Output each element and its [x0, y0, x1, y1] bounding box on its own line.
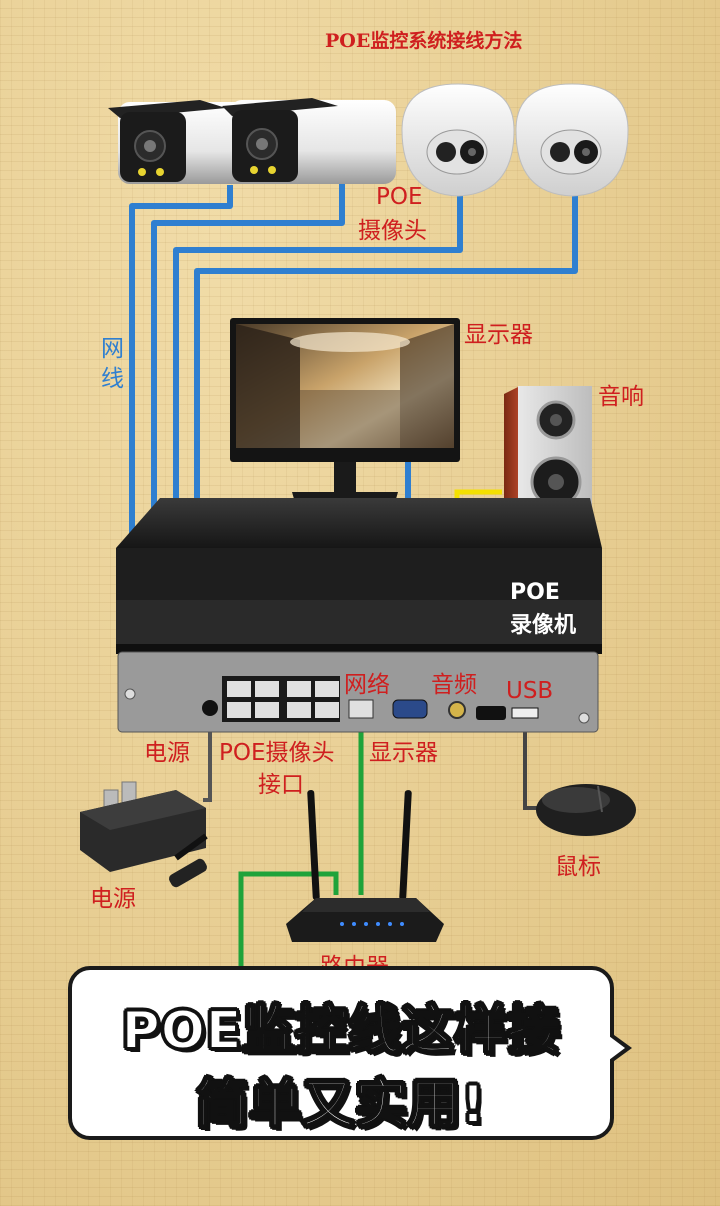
cable-mouse [523, 718, 540, 810]
speaker [504, 386, 592, 526]
cable-router-wan [238, 871, 339, 975]
callout-line-2: 简单又实用! [195, 1074, 486, 1136]
speaker-label: 音响 [598, 384, 644, 410]
network-port-label: 网络 [344, 672, 390, 698]
diagram-title: POE监控系统接线方法 [325, 29, 522, 52]
usb-port [511, 707, 539, 719]
monitor [230, 318, 460, 506]
poe-ports [222, 676, 340, 722]
camera-poe-label: POE [376, 184, 423, 210]
mouse [536, 784, 636, 836]
display-port-label: 显示器 [369, 740, 438, 766]
callout-bubble: POE监控线这样接 简单又实用! [68, 966, 632, 1140]
cable-label-bottom: 线 [101, 366, 124, 392]
power-port [202, 700, 218, 716]
dome-camera-1 [401, 83, 515, 197]
mouse-label: 鼠标 [555, 854, 601, 880]
bullet-camera-2 [222, 98, 396, 184]
usb-port-label: USB [506, 678, 553, 704]
power-adapter [80, 781, 208, 888]
audio-port [448, 701, 466, 719]
dome-camera-2 [515, 83, 629, 197]
poe-camera-port-label-2: 接口 [258, 772, 304, 798]
cable-label-top: 网 [101, 336, 124, 362]
power-port-label: 电源 [144, 740, 190, 766]
monitor-label: 显示器 [464, 322, 533, 348]
poe-camera-port-label: POE摄像头 [219, 740, 335, 766]
power-adapter-label: 电源 [90, 886, 136, 912]
nvr-poe-label: POE [510, 580, 560, 605]
vga-port [392, 699, 428, 719]
network-port [348, 699, 374, 719]
nvr-label: 录像机 [510, 612, 576, 638]
cable-power [203, 712, 212, 802]
router [286, 790, 444, 942]
hdmi-port [476, 706, 506, 720]
camera-label: 摄像头 [358, 218, 427, 244]
audio-port-label: 音频 [431, 672, 477, 698]
callout-line-1: POE监控线这样接 [121, 1000, 561, 1062]
